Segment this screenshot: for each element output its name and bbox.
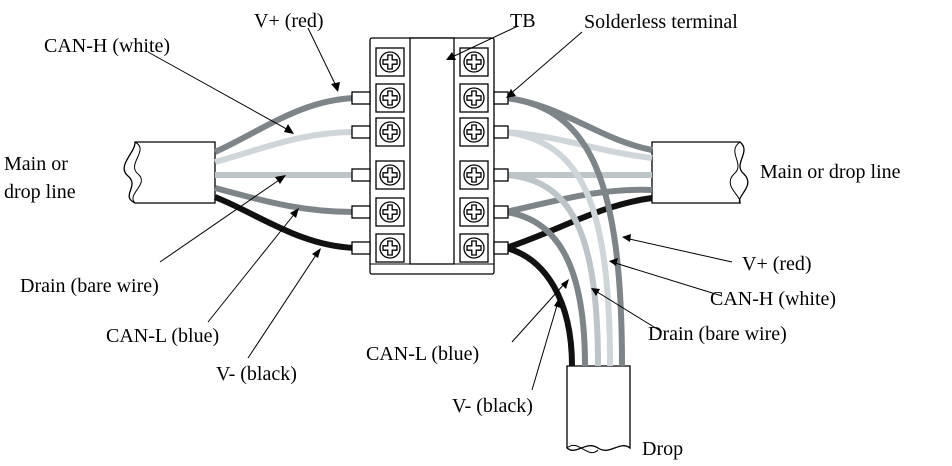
terminal-screw-icon <box>375 117 405 147</box>
terminal-screw-icon <box>459 117 489 147</box>
label-left-drain: Drain (bare wire) <box>20 275 159 297</box>
label-left-cable-line1: Main or <box>4 153 68 175</box>
leader-lines <box>147 25 733 391</box>
label-right-drain: Drain (bare wire) <box>648 323 787 345</box>
left-wire-can-h <box>214 129 356 165</box>
terminal-screw-icon <box>375 83 405 113</box>
label-drop: Drop <box>642 438 683 460</box>
left-wire-v-plus <box>213 95 356 155</box>
label-right-v-plus: V+ (red) <box>742 253 812 275</box>
right-cable <box>651 141 749 204</box>
terminal-screw-icon <box>459 197 489 227</box>
left-cable <box>123 141 216 204</box>
left-wire-can-l <box>214 185 356 215</box>
terminal-screw-icon <box>459 83 489 113</box>
left-wires <box>213 95 356 251</box>
drop-cable <box>566 365 631 453</box>
label-right-cable: Main or drop line <box>760 161 901 183</box>
terminal-screw-icon <box>459 233 489 263</box>
label-left-v-plus: V+ (red) <box>254 10 324 32</box>
terminal-screw-icon <box>375 47 405 77</box>
label-right-can-l: CAN-L (blue) <box>366 343 479 365</box>
solderless-terminals-left <box>351 91 371 255</box>
labels: V+ (red) CAN-H (white) TB Solderless ter… <box>4 10 901 460</box>
drop-wires <box>505 95 625 367</box>
label-left-cable-line2: drop line <box>4 181 76 203</box>
terminal-screw-icon <box>375 197 405 227</box>
left-wire-v-minus <box>213 194 356 251</box>
label-left-can-l: CAN-L (blue) <box>106 325 219 347</box>
label-left-can-h: CAN-H (white) <box>44 35 170 57</box>
label-solderless-terminal: Solderless terminal <box>584 11 738 33</box>
label-right-can-h: CAN-H (white) <box>710 288 836 310</box>
label-tb: TB <box>510 10 536 32</box>
terminal-screw-icon <box>459 47 489 77</box>
terminal-screws <box>375 47 489 263</box>
label-right-v-minus: V- (black) <box>452 395 533 417</box>
solderless-terminals-right <box>493 91 509 255</box>
terminal-screw-icon <box>375 160 405 190</box>
label-left-v-minus: V- (black) <box>216 363 297 385</box>
terminal-screw-icon <box>459 160 489 190</box>
terminal-screw-icon <box>375 233 405 263</box>
